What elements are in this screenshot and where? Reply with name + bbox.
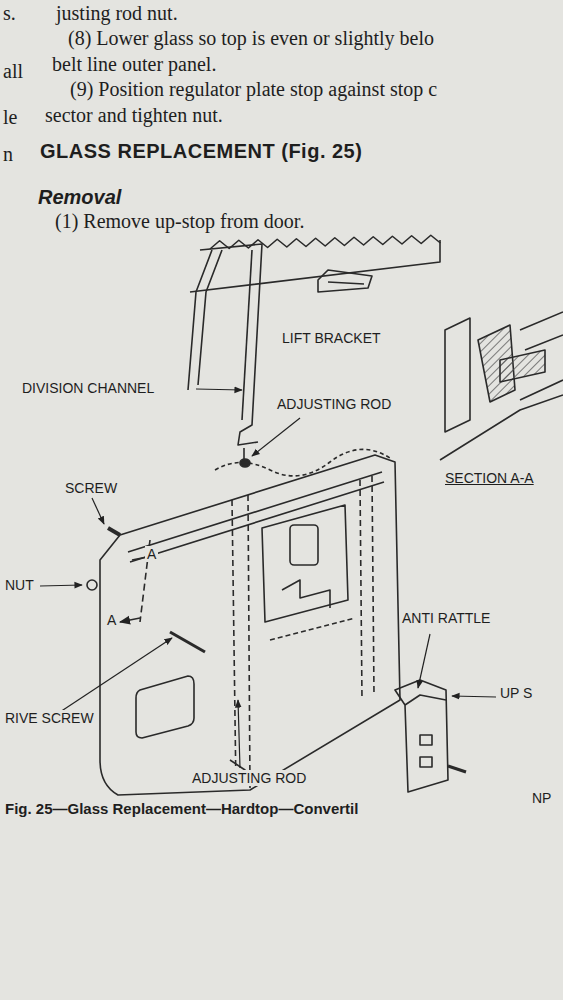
section-glass bbox=[445, 318, 470, 432]
body-text: (9) Position regulator plate stop agains… bbox=[70, 78, 437, 101]
division-channel bbox=[200, 244, 262, 445]
part-name: LIFT BRACKET bbox=[280, 330, 383, 346]
regulator-gear bbox=[290, 525, 318, 565]
screw-part bbox=[108, 528, 120, 535]
access-hole bbox=[136, 676, 194, 738]
leader-line bbox=[418, 634, 430, 688]
margin-fragment: le bbox=[3, 106, 17, 129]
up-stop-screw bbox=[448, 766, 466, 772]
lift-bracket bbox=[318, 270, 372, 292]
margin-fragment: n bbox=[3, 143, 13, 166]
up-stop-bracket bbox=[395, 680, 448, 792]
subheading: Removal bbox=[38, 186, 121, 209]
part-name: ANTI RATTLE bbox=[400, 610, 492, 626]
regulator-sector bbox=[270, 618, 355, 640]
rear-channel-hidden bbox=[360, 476, 374, 700]
part-name: DIVISION CHANNEL bbox=[20, 380, 156, 396]
body-text: (1) Remove up-stop from door. bbox=[55, 210, 304, 233]
leader-line bbox=[238, 700, 240, 768]
leader-line bbox=[40, 585, 82, 586]
glass-outline bbox=[210, 235, 440, 249]
leader-line bbox=[60, 638, 172, 712]
section-label: SECTION A-A bbox=[443, 470, 536, 486]
part-name: NUT bbox=[3, 577, 36, 593]
margin-fragment: s. bbox=[3, 2, 16, 25]
leader-line bbox=[452, 696, 496, 697]
body-text: belt line outer panel. bbox=[52, 53, 216, 76]
body-text: sector and tighten nut. bbox=[45, 104, 223, 127]
margin-fragment: all bbox=[3, 60, 23, 83]
section-heading: GLASS REPLACEMENT (Fig. 25) bbox=[40, 140, 362, 163]
door-top-break bbox=[215, 449, 390, 476]
part-name: UP S bbox=[498, 685, 534, 701]
regulator-plate bbox=[262, 505, 348, 622]
leader-line bbox=[92, 498, 104, 524]
regulator-arm bbox=[282, 580, 330, 608]
part-name: SCREW bbox=[63, 480, 119, 496]
section-screw bbox=[500, 350, 545, 382]
drive-screw-part bbox=[170, 632, 205, 652]
anti-rattle bbox=[405, 695, 446, 705]
part-name: NP bbox=[530, 790, 553, 806]
leader-line bbox=[252, 418, 300, 456]
door-inner-panel bbox=[100, 455, 400, 795]
section-edge bbox=[440, 395, 563, 460]
part-name: ADJUSTING ROD bbox=[275, 396, 393, 412]
slot-hole bbox=[420, 757, 432, 767]
adjusting-rod bbox=[243, 448, 245, 460]
lift-bracket bbox=[328, 282, 364, 284]
body-text: (8) Lower glass so top is even or slight… bbox=[68, 27, 434, 50]
section-letter: A bbox=[145, 546, 158, 562]
division-channel bbox=[242, 250, 252, 420]
slot-hole bbox=[420, 735, 432, 745]
part-name: RIVE SCREW bbox=[3, 710, 96, 726]
nut-part bbox=[87, 580, 97, 590]
section-letter: A bbox=[105, 612, 118, 628]
channel-hidden bbox=[232, 495, 250, 790]
division-channel bbox=[198, 250, 222, 385]
section-arrow bbox=[120, 556, 152, 622]
figure-caption: Fig. 25—Glass Replacement—Hardtop—Conver… bbox=[5, 800, 358, 817]
part-name: ADJUSTING ROD bbox=[190, 770, 308, 786]
body-text: justing rod nut. bbox=[56, 2, 178, 25]
leader-line bbox=[196, 389, 242, 390]
